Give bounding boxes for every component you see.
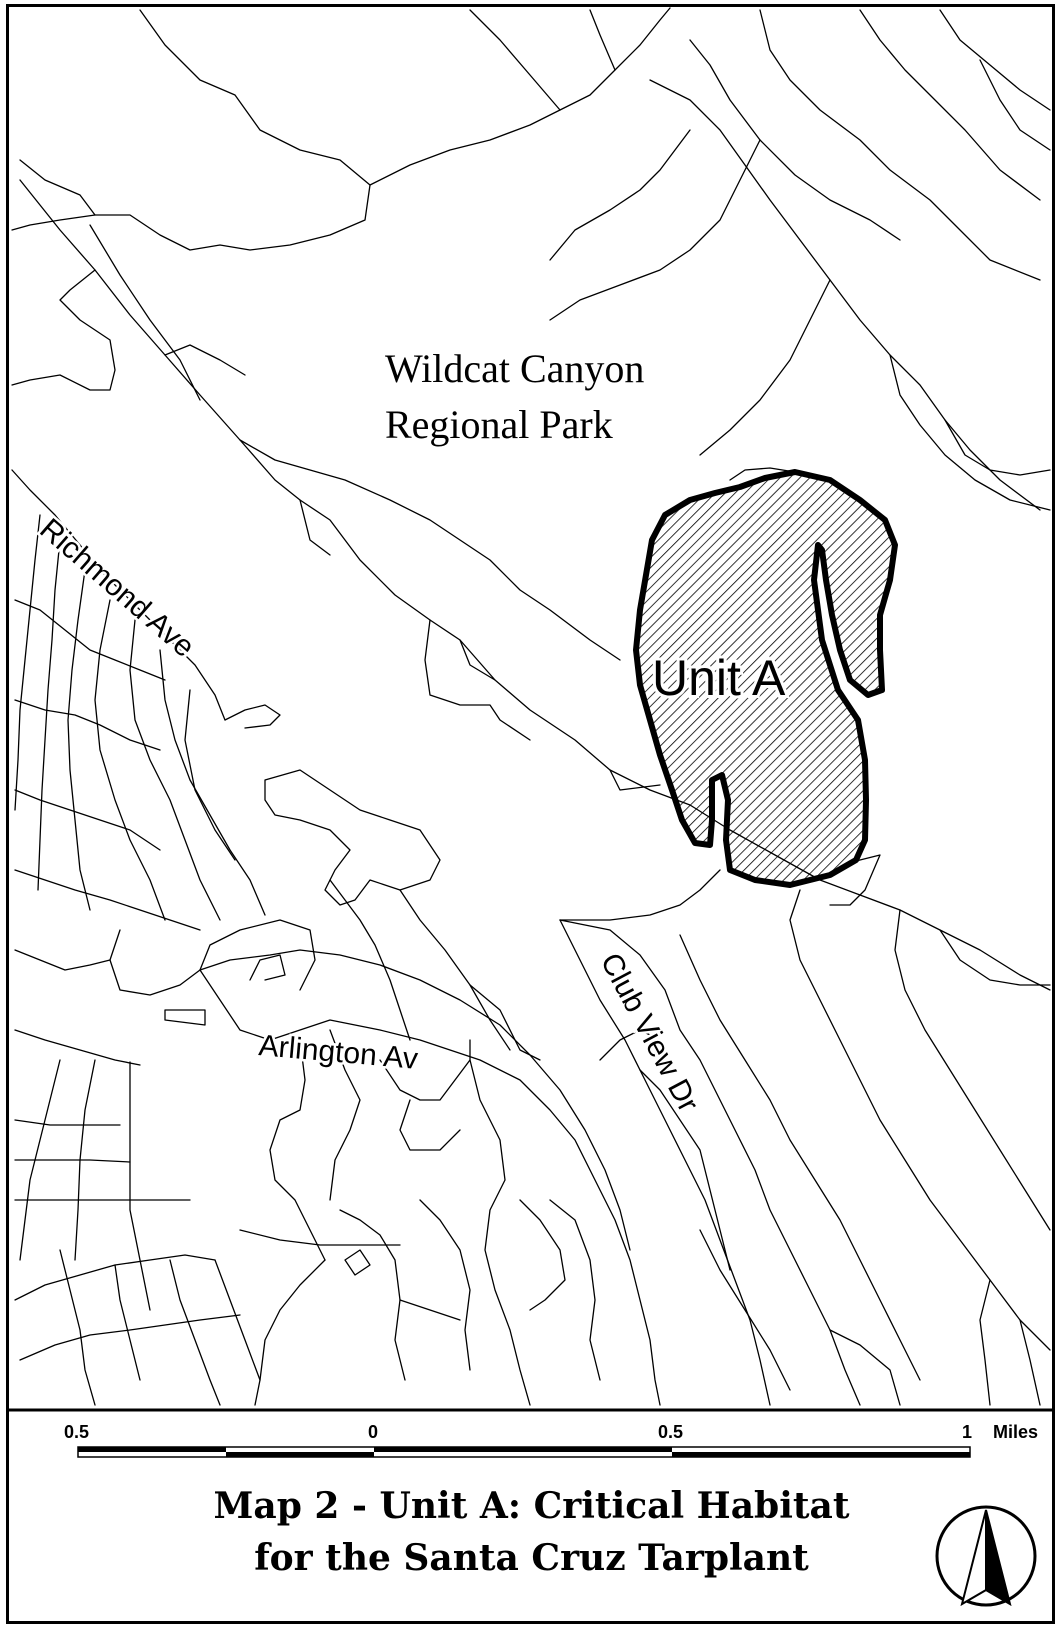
club-view-road [559,919,771,1406]
scale-tick-2: 0 [368,1422,378,1442]
map-title: Map 2 - Unit A: Critical Habitat for the… [0,1480,1063,1584]
park-label-line1: Wildcat Canyon [385,346,644,391]
scale-segment-3 [374,1447,672,1452]
west-neighborhood [11,469,661,1406]
park-trails [11,7,1051,511]
map-title-line1: Map 2 - Unit A: Critical Habitat [213,1485,850,1527]
scale-tick-1: 0.5 [64,1422,89,1442]
scale-segment-4 [672,1452,970,1457]
map-title-line2: for the Santa Cruz Tarplant [254,1537,809,1579]
east-roads [559,869,1051,1406]
scale-segment-1 [78,1447,226,1452]
central-roads [239,769,791,1406]
park-label-line2: Regional Park [385,402,613,447]
scale-tick-3: 0.5 [658,1422,683,1442]
ridge-trail [11,179,1051,991]
map-frame [6,4,1055,1624]
club-view-dr-label: Club View Dr [594,948,705,1118]
north-arrow-icon [935,1505,1037,1607]
scale-bar: 0.5 0 0.5 1 Miles [64,1422,1038,1458]
scale-segment-2 [226,1452,374,1457]
richmond-ave-label: Richmond Ave [33,512,200,663]
unit-a-label: Unit A [652,650,786,706]
unit-a-habitat [633,467,898,906]
arlington-road [199,949,631,1251]
arlington-av-label: Arlington Av [257,1029,419,1076]
scale-tick-4: 1 [962,1422,972,1442]
scale-unit: Miles [993,1422,1038,1442]
